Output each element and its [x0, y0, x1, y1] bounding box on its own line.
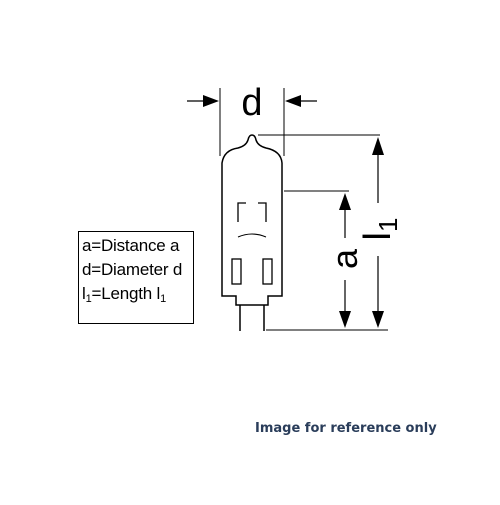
- reference-caption: Image for reference only: [255, 421, 437, 436]
- d-label: d: [241, 82, 262, 124]
- filament-arc: [237, 233, 267, 238]
- l1-arrow-top-head: [372, 137, 384, 155]
- legend-length: l1=Length l1: [82, 285, 193, 309]
- l1-arrow-bottom-head: [372, 311, 384, 328]
- l1-label: l1: [357, 218, 403, 241]
- a-arrow-bottom-head: [339, 311, 351, 328]
- legend-length-sub2: 1: [160, 293, 167, 305]
- legend-length-prefix: l: [82, 284, 86, 303]
- legend-length-sub1: 1: [85, 293, 92, 305]
- filament-support-left: [237, 202, 246, 222]
- pin-slot-left: [231, 258, 242, 285]
- filament-support-right: [258, 202, 267, 222]
- pin-slot-right: [262, 258, 273, 285]
- legend-diameter: d=Diameter d: [82, 260, 183, 279]
- l1-label-sub: 1: [373, 218, 403, 232]
- bulb-outline: [221, 134, 283, 306]
- legend-box: a=Distance a d=Diameter d l1=Length l1: [78, 231, 194, 324]
- legend-distance: a=Distance a: [82, 236, 180, 255]
- l1-label-main: l: [357, 232, 399, 240]
- a-label: a: [324, 248, 365, 269]
- legend-length-mid: =Length l: [91, 284, 161, 303]
- d-arrow-left-head: [203, 95, 219, 107]
- a-arrow-top-head: [339, 193, 351, 210]
- d-arrow-right-head: [285, 95, 301, 107]
